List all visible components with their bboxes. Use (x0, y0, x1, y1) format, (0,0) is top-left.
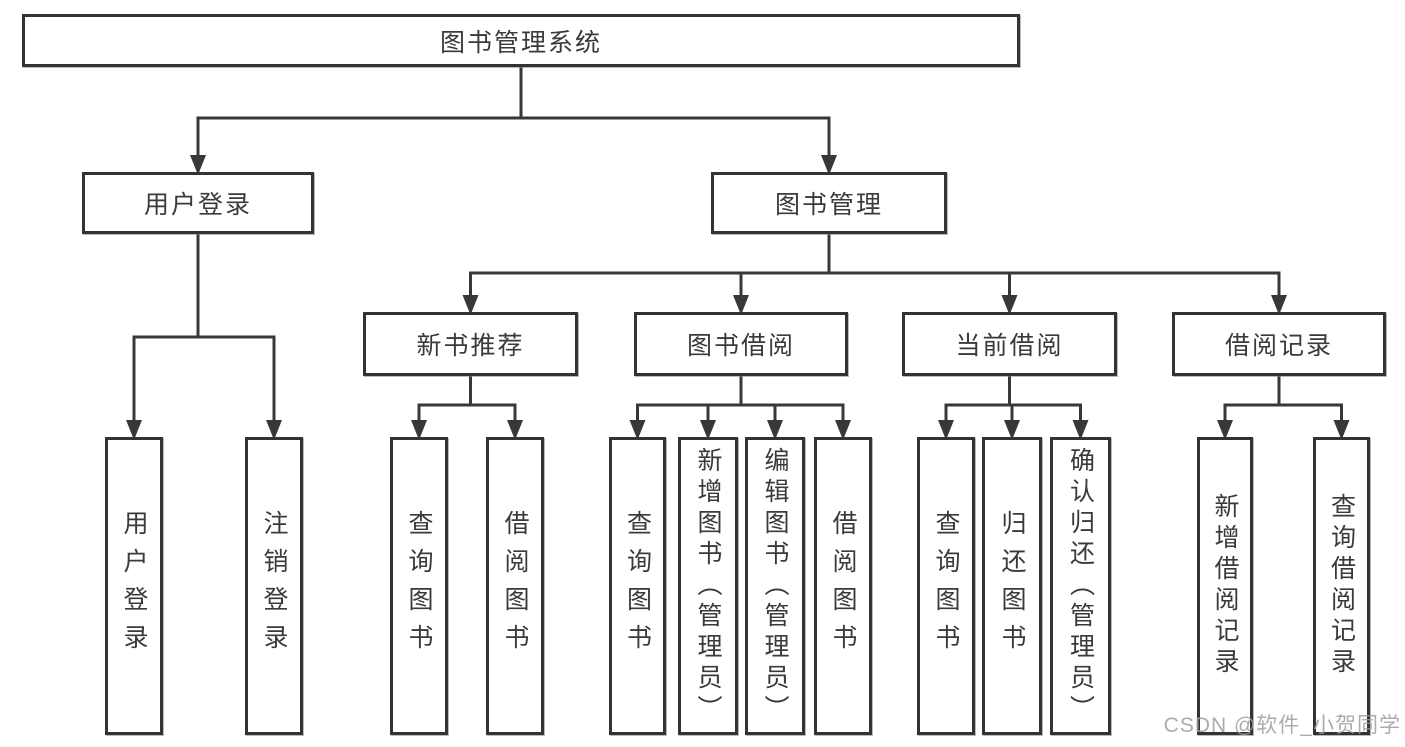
node-new-book-rec: 新书推荐 (363, 312, 578, 376)
arrowhead-icon (938, 420, 954, 440)
node-leaf-rec-query-books: 查询图书 (390, 437, 448, 735)
node-label-leaf-rec-query-books: 查询图书 (405, 510, 433, 662)
arrowhead-icon (700, 420, 716, 440)
node-label-leaf-cb-return-books: 归还图书 (998, 510, 1026, 662)
arrowhead-icon (1271, 295, 1287, 315)
node-label-leaf-cb-query-books: 查询图书 (932, 510, 960, 662)
node-label-borrow-records: 借阅记录 (1224, 332, 1333, 360)
arrowhead-icon (1001, 295, 1018, 315)
node-leaf-br-query-record: 查询借阅记录 (1313, 437, 1370, 735)
node-leaf-rec-borrow-books: 借阅图书 (486, 437, 544, 735)
node-label-leaf-br-query-record: 查询借阅记录 (1327, 493, 1356, 679)
node-leaf-br-add-record: 新增借阅记录 (1197, 437, 1253, 735)
node-leaf-logout: 注销登录 (245, 437, 303, 735)
node-label-book-mgmt: 图书管理 (774, 191, 883, 219)
arrowhead-icon (190, 155, 206, 175)
arrowhead-icon (462, 295, 479, 315)
arrowhead-icon (1004, 420, 1020, 440)
node-leaf-cb-confirm-return: 确认归还（管理员） (1050, 437, 1111, 735)
node-user-login: 用户登录 (82, 172, 314, 234)
arrowhead-icon (1072, 420, 1089, 440)
node-label-user-login: 用户登录 (143, 191, 252, 219)
node-book-borrow: 图书借阅 (634, 312, 848, 376)
node-label-leaf-bb-query-books: 查询图书 (623, 510, 652, 662)
arrowhead-icon (411, 420, 427, 440)
node-label-leaf-bb-borrow-books: 借阅图书 (829, 510, 857, 662)
node-leaf-cb-query-books: 查询图书 (917, 437, 975, 735)
watermark: CSDN @软件_小贺同学 (1163, 714, 1401, 737)
arrowhead-icon (1333, 420, 1350, 440)
node-leaf-bb-edit-books: 编辑图书（管理员） (745, 437, 805, 735)
node-leaf-user-login: 用户登录 (105, 437, 163, 735)
node-label-new-book-rec: 新书推荐 (416, 332, 525, 360)
node-label-leaf-cb-confirm-return: 确认归还（管理员） (1066, 446, 1095, 726)
node-label-leaf-user-login: 用户登录 (120, 510, 148, 662)
arrowhead-icon (507, 420, 523, 440)
node-label-root: 图书管理系统 (439, 28, 602, 57)
arrowhead-icon (767, 420, 783, 440)
node-label-current-borrow: 当前借阅 (955, 332, 1064, 360)
arrowhead-icon (1217, 420, 1233, 440)
node-book-mgmt: 图书管理 (711, 172, 947, 234)
node-leaf-bb-borrow-books: 借阅图书 (814, 437, 872, 735)
node-leaf-cb-return-books: 归还图书 (982, 437, 1042, 735)
node-label-leaf-rec-borrow-books: 借阅图书 (501, 510, 529, 662)
arrowhead-icon (821, 155, 837, 175)
arrowhead-icon (835, 420, 851, 440)
node-label-book-borrow: 图书借阅 (686, 332, 795, 360)
node-label-leaf-bb-edit-books: 编辑图书（管理员） (761, 446, 789, 726)
node-label-leaf-bb-add-books: 新增图书（管理员） (694, 446, 722, 726)
node-current-borrow: 当前借阅 (902, 312, 1117, 376)
node-label-leaf-br-add-record: 新增借阅记录 (1211, 493, 1239, 679)
arrowhead-icon (733, 295, 749, 315)
node-leaf-bb-query-books: 查询图书 (609, 437, 666, 735)
node-borrow-records: 借阅记录 (1172, 312, 1386, 376)
arrowhead-icon (266, 420, 282, 440)
node-leaf-bb-add-books: 新增图书（管理员） (678, 437, 738, 735)
node-root: 图书管理系统 (22, 14, 1020, 67)
node-label-leaf-logout: 注销登录 (260, 510, 288, 662)
arrowhead-icon (126, 420, 142, 440)
arrowhead-icon (629, 420, 646, 440)
